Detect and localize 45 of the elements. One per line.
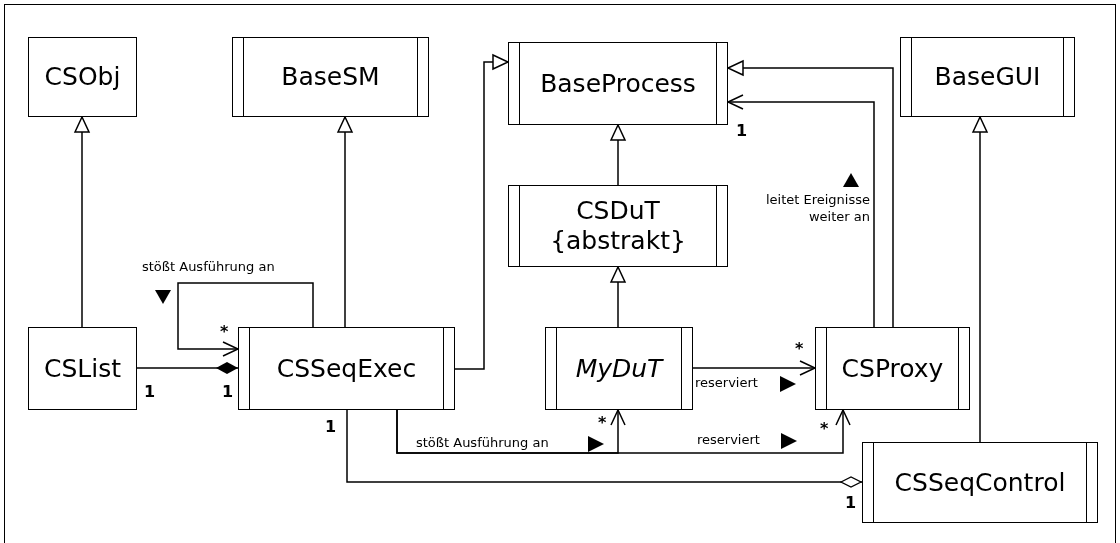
generalization-arrow: [454, 54, 509, 370]
class-name: BaseProcess: [540, 68, 696, 99]
class-name: BaseSM: [281, 62, 380, 92]
class-name: CSList: [44, 353, 121, 384]
aggregation-line: [346, 409, 863, 488]
association-arrow: [177, 282, 314, 357]
class-name: CSProxy: [841, 353, 944, 384]
association-arrow: [396, 409, 851, 454]
edge-label: stößt Ausführung an: [416, 434, 549, 451]
generalization-arrow: [610, 266, 626, 328]
multiplicity-label: 1: [845, 494, 857, 512]
active-class-box: [545, 327, 693, 410]
class-name: CSSeqControl: [894, 467, 1066, 498]
active-class-box: [900, 37, 1075, 117]
class-name: CSDuT: [576, 196, 660, 226]
class-box: [28, 37, 137, 117]
class-name: CSObj: [44, 62, 121, 92]
generalization-arrow: [610, 124, 626, 186]
multiplicity-label: 1: [736, 122, 748, 140]
multiplicity-label: *: [820, 420, 829, 438]
active-class-box: [238, 327, 455, 410]
multiplicity-label: *: [598, 414, 607, 432]
active-class-box: [508, 185, 728, 267]
edge-label: stößt Ausführung an: [142, 258, 275, 275]
multiplicity-label: 1: [144, 383, 156, 401]
class-box: [28, 327, 137, 410]
class-name: {abstrakt}: [550, 226, 686, 256]
active-class-box: [862, 442, 1098, 523]
association-arrow: [692, 360, 816, 376]
active-class-box: [232, 37, 429, 117]
multiplicity-label: *: [220, 323, 229, 341]
generalization-arrow: [727, 60, 894, 328]
class-name: CSSeqExec: [276, 353, 417, 384]
composition-line: [136, 362, 239, 374]
active-class-box: [815, 327, 970, 410]
multiplicity-label: 1: [222, 383, 234, 401]
class-name: BaseGUI: [934, 62, 1041, 92]
generalization-arrow: [972, 116, 988, 443]
multiplicity-label: *: [795, 340, 804, 358]
association-arrow: [727, 94, 875, 328]
multiplicity-label: 1: [325, 418, 337, 436]
generalization-arrow: [74, 116, 90, 328]
class-name: MyDuT: [575, 353, 663, 384]
generalization-arrow: [337, 116, 353, 328]
active-class-box: [508, 42, 728, 125]
